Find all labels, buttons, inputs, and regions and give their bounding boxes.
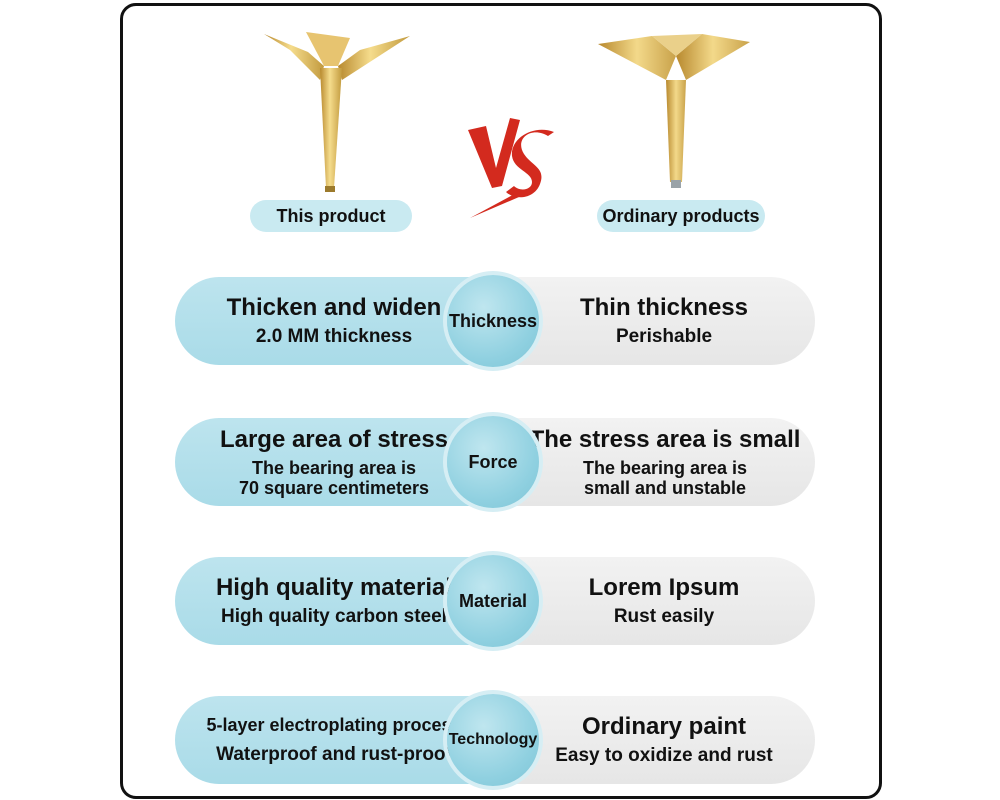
- category-badge: Technology: [447, 694, 539, 786]
- comparison-row-thickness: Thicken and widen 2.0 MM thickness Thin …: [175, 275, 815, 367]
- ordinary-product-leg-image: [590, 22, 760, 202]
- feature-detail: 2.0 MM thickness: [255, 326, 413, 347]
- feature-title: Ordinary paint: [581, 713, 747, 740]
- feature-detail: Rust easily: [613, 606, 715, 627]
- this-product-feature: Large area of stress The bearing area is…: [189, 418, 479, 506]
- category-badge: Thickness: [447, 275, 539, 367]
- vs-mark: [462, 108, 562, 223]
- feature-title: The stress area is small: [529, 426, 801, 453]
- feature-detail: The bearing area is: [582, 458, 748, 478]
- feature-detail: 70 square centimeters: [238, 478, 430, 498]
- feature-title: 5-layer electroplating process: [206, 715, 462, 735]
- this-product-leg-image: [250, 22, 420, 202]
- gold-furniture-leg-icon: [598, 34, 750, 188]
- ordinary-product-feature: Thin thickness Perishable: [525, 277, 803, 365]
- feature-detail: small and unstable: [583, 478, 747, 498]
- feature-title: Large area of stress: [219, 426, 449, 453]
- ordinary-product-feature: Ordinary paint Easy to oxidize and rust: [525, 696, 803, 784]
- ordinary-product-feature: The stress area is small The bearing are…: [515, 418, 815, 506]
- comparison-card: [120, 3, 882, 799]
- ordinary-product-feature: Lorem Ipsum Rust easily: [525, 557, 803, 645]
- this-product-feature: 5-layer electroplating process Waterproo…: [189, 696, 479, 784]
- feature-detail: Waterproof and rust-proof: [216, 744, 452, 765]
- category-badge: Material: [447, 555, 539, 647]
- ordinary-products-label: Ordinary products: [597, 200, 765, 232]
- this-product-feature: Thicken and widen 2.0 MM thickness: [189, 277, 479, 365]
- comparison-row-technology: 5-layer electroplating process Waterproo…: [175, 694, 815, 786]
- feature-detail: Perishable: [615, 326, 713, 347]
- feature-detail: High quality carbon steel: [221, 606, 447, 627]
- feature-title: Lorem Ipsum: [588, 574, 740, 601]
- this-product-feature: High quality material High quality carbo…: [189, 557, 479, 645]
- category-badge: Force: [447, 416, 539, 508]
- this-product-label: This product: [250, 200, 412, 232]
- comparison-row-force: Large area of stress The bearing area is…: [175, 416, 815, 508]
- comparison-row-material: High quality material High quality carbo…: [175, 555, 815, 647]
- feature-title: Thin thickness: [579, 294, 749, 321]
- feature-detail: Easy to oxidize and rust: [555, 745, 773, 766]
- gold-furniture-leg-icon: [264, 32, 410, 192]
- feature-title: High quality material: [215, 574, 453, 601]
- feature-title: Thicken and widen: [226, 294, 442, 321]
- feature-detail: The bearing area is: [251, 458, 417, 478]
- vs-brush-icon: [468, 118, 554, 218]
